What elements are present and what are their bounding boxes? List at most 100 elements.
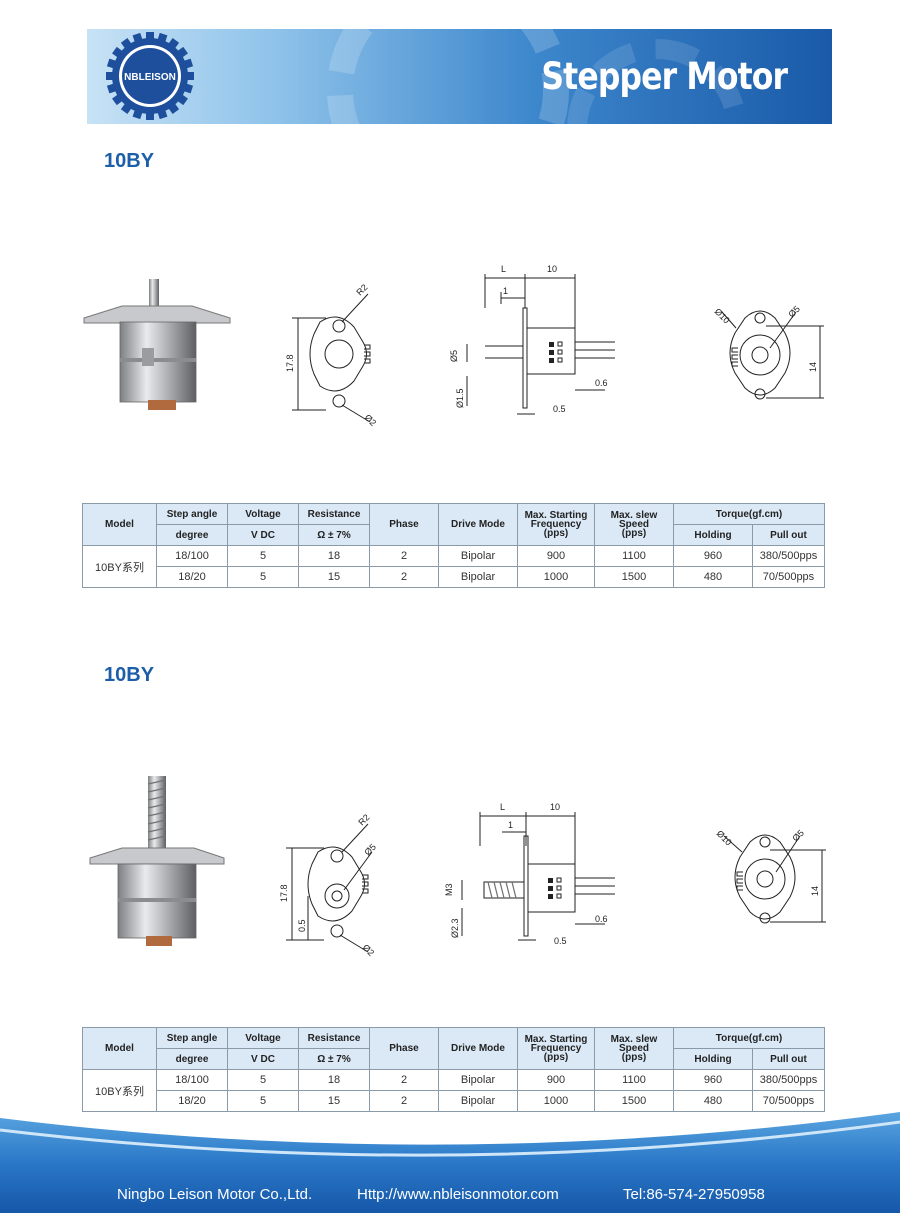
dimension-label: L	[500, 802, 505, 812]
dimension-label: 17.8	[285, 354, 295, 372]
header-voltage: Voltage	[227, 503, 299, 525]
table-cell: 1000	[517, 1090, 595, 1112]
gear-tooth	[106, 72, 116, 80]
header-phase: Phase	[369, 1027, 439, 1070]
header-banner: NBLEISON Stepper Motor	[87, 29, 832, 124]
header-max-starting: Max. Starting Frequency (pps)	[517, 1027, 595, 1070]
gear-tooth	[166, 101, 180, 114]
footer-company: Ningbo Leison Motor Co.,Ltd.	[117, 1186, 313, 1203]
table-cell: 1000	[517, 566, 595, 588]
dimension-label: Ø5	[786, 304, 802, 320]
table-cell: 960	[673, 1069, 753, 1091]
table-cell: 2	[369, 545, 439, 567]
header-max-starting: Max. Starting Frequency (pps)	[517, 503, 595, 546]
dimension-label: 14	[808, 362, 818, 372]
gear-tooth	[181, 82, 194, 94]
section-title: 10BY	[104, 664, 155, 686]
dimension-label: 1	[503, 286, 508, 296]
table-cell: 380/500pps	[752, 545, 825, 567]
header-drive-mode: Drive Mode	[438, 1027, 518, 1070]
header-holding: Holding	[673, 524, 753, 546]
table-cell: 70/500pps	[752, 1090, 825, 1112]
gear-watermark	[327, 29, 569, 124]
table-cell: 18/100	[156, 1069, 228, 1091]
header-line: Max. slew	[610, 1034, 658, 1045]
gear-tooth	[146, 110, 154, 120]
table-cell: 1100	[594, 1069, 674, 1091]
header-line: Frequency	[530, 1043, 582, 1054]
dimension-label: Ø10	[713, 306, 732, 325]
spec-table: Model Step angle Voltage Resistance Phas…	[82, 1027, 825, 1112]
table-cell: 5	[227, 566, 299, 588]
model-cell: 10BY系列	[82, 1069, 157, 1112]
gear-tooth	[175, 92, 188, 106]
header-unit: degree	[156, 524, 228, 546]
dimension-label: 10	[550, 802, 560, 812]
table-cell: 900	[517, 1069, 595, 1091]
gear-tooth	[106, 82, 119, 94]
gear-tooth	[120, 38, 134, 51]
table-cell: 960	[673, 545, 753, 567]
table-cell: 18/20	[156, 1090, 228, 1112]
header-step-angle: Step angle	[156, 503, 228, 525]
header-unit: Ω ± 7%	[298, 1048, 370, 1070]
table-cell: 380/500pps	[752, 1069, 825, 1091]
dimension-label: 0.5	[297, 919, 307, 932]
header-max-slew: Max. slew Speed (pps)	[594, 503, 674, 546]
dimension-label: Ø2.3	[450, 918, 460, 938]
header-pull-out: Pull out	[752, 524, 825, 546]
gear-tooth	[156, 107, 168, 120]
dimension-label: 0.5	[554, 936, 567, 946]
header-torque: Torque(gf.cm)	[673, 503, 825, 525]
dimension-label: 0.5	[553, 404, 566, 414]
dimension-label: Ø5	[449, 350, 459, 362]
gear-tooth	[184, 72, 194, 80]
header-torque: Torque(gf.cm)	[673, 1027, 825, 1049]
gear-tooth	[120, 101, 134, 114]
header-voltage: Voltage	[227, 1027, 299, 1049]
dimension-label: Ø5	[362, 842, 378, 858]
dimension-label: L	[501, 264, 506, 274]
dimension-label: 14	[810, 886, 820, 896]
header-unit: V DC	[227, 524, 299, 546]
header-line: (pps)	[543, 528, 569, 539]
table-cell: 480	[673, 566, 753, 588]
gear-tooth	[146, 32, 154, 42]
gear-tooth	[132, 32, 144, 45]
dimension-label: 17.8	[279, 884, 289, 902]
footer-phone: Tel:86-574-27950958	[623, 1186, 765, 1203]
footer-wave	[0, 1112, 900, 1213]
table-cell: 18/100	[156, 545, 228, 567]
header-line: (pps)	[543, 1052, 569, 1063]
dimension-label: Ø2	[363, 412, 379, 428]
footer-website[interactable]: Http://www.nbleisonmotor.com	[357, 1186, 559, 1203]
dimension-label: M3	[444, 883, 454, 896]
table-cell: 15	[298, 1090, 370, 1112]
motor-photo	[89, 776, 225, 946]
table-row: 10BY系列 18/100 5 18 2 Bipolar 900 1100 96…	[82, 1069, 825, 1112]
table-cell: 1500	[594, 566, 674, 588]
gear-tooth	[132, 107, 144, 120]
table-cell: 1100	[594, 545, 674, 567]
gear-tooth	[166, 38, 180, 51]
table-cell: Bipolar	[438, 545, 518, 567]
table-cell: Bipolar	[438, 1069, 518, 1091]
dimension-label: 1	[508, 820, 513, 830]
table-cell: Bipolar	[438, 566, 518, 588]
table-cell: 1500	[594, 1090, 674, 1112]
motor-photo	[83, 279, 231, 410]
table-cell: 2	[369, 566, 439, 588]
table-cell: 480	[673, 1090, 753, 1112]
side-view-drawing: L 10 1 Ø5 Ø1.5 0.6 0.5	[449, 264, 615, 415]
page-title: Stepper Motor	[541, 55, 788, 98]
table-row: 18/20 5 15 2 Bipolar 1000 1500 480 70/50…	[83, 566, 825, 588]
table-cell: 18	[298, 1069, 370, 1091]
company-logo: NBLEISON	[106, 32, 194, 120]
table-cell: 18	[298, 545, 370, 567]
table-cell: Bipolar	[438, 1090, 518, 1112]
table-cell: 2	[369, 1090, 439, 1112]
header-line: Max. Starting	[524, 1034, 588, 1045]
section-title: 10BY	[104, 150, 155, 172]
header-max-slew: Max. slew Speed (pps)	[594, 1027, 674, 1070]
front-view-drawing: R2 Ø5 17.8 0.5 Ø2	[279, 812, 378, 958]
